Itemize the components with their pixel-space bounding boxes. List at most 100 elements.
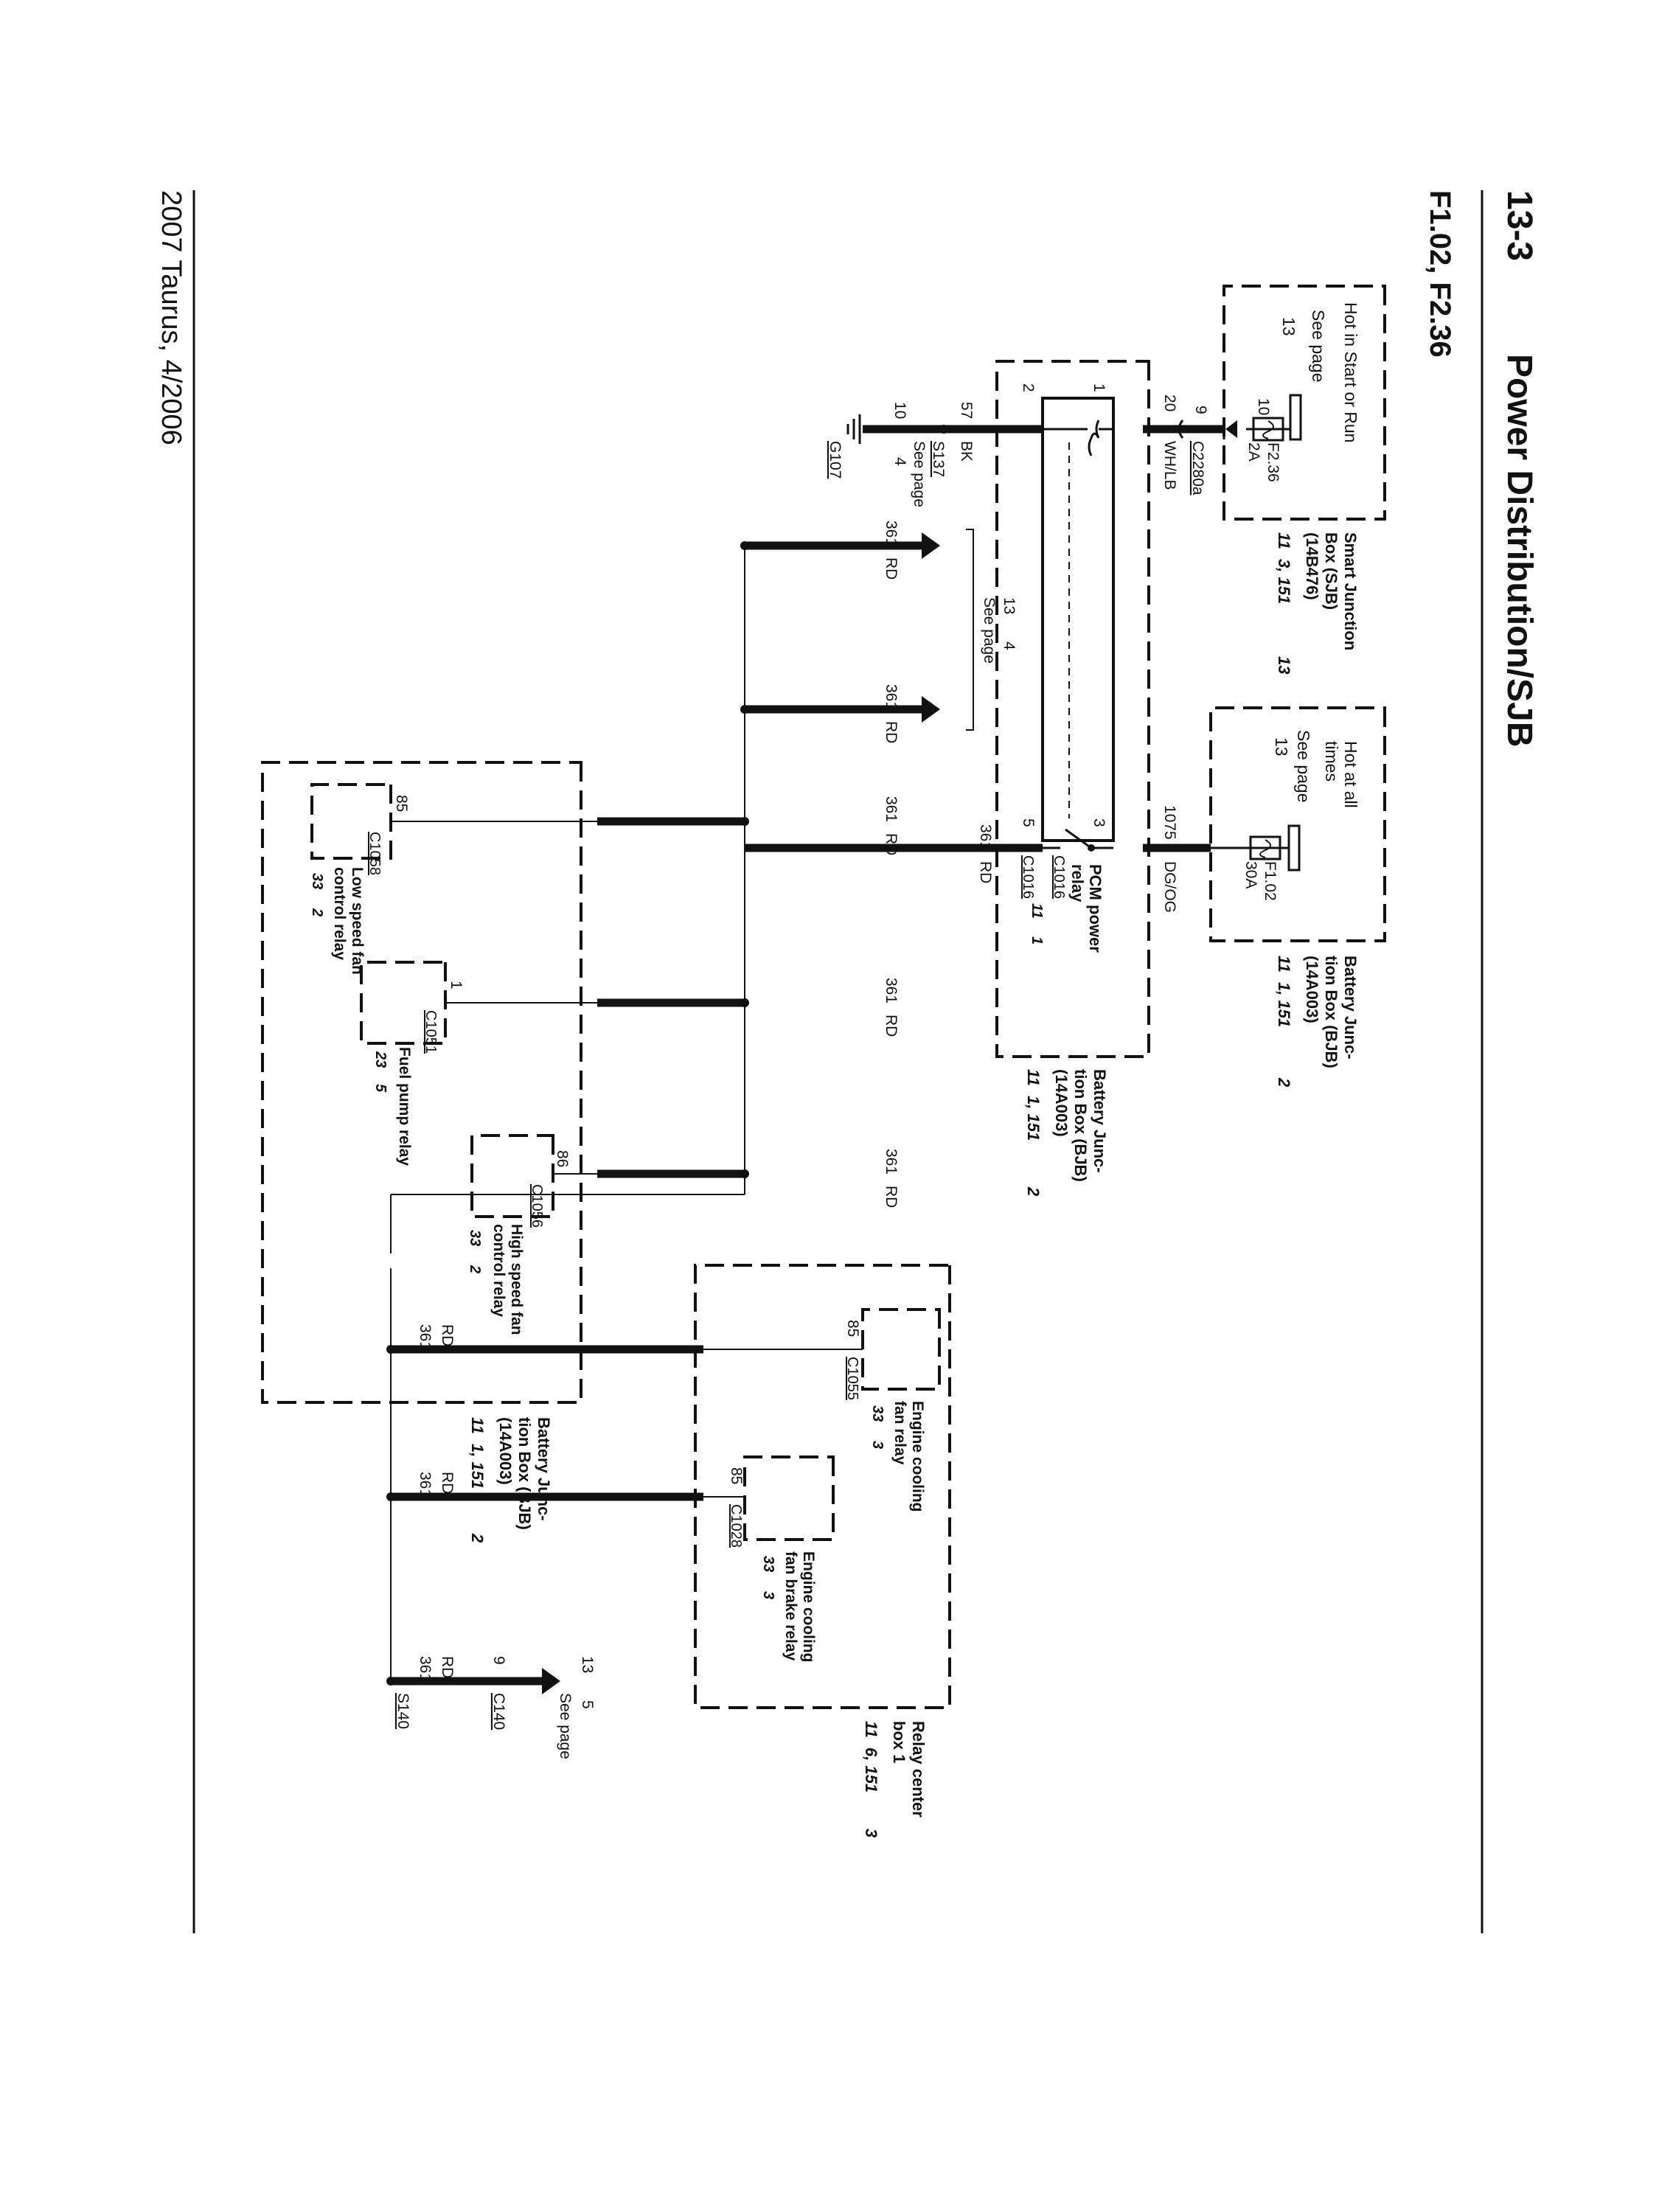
bjb-top-see-page-num: 13 (1272, 737, 1291, 757)
ecf-relay-name-line2: fan relay (891, 1401, 908, 1465)
bjb-bottom-name-line2: tion Box (BJB) (515, 1417, 534, 1530)
s140-see-page-label: See page (557, 1693, 574, 1759)
pcm-relay-outline (1041, 397, 1115, 842)
fuel-pump-relay-ref-b: 5 (372, 1084, 389, 1093)
bjb-bottom-ref-c: 2 (468, 1533, 487, 1543)
bjb-top-name-line1: Battery Junc- (1341, 956, 1360, 1060)
high-speed-relay-ref-b: 2 (467, 1265, 483, 1273)
wire-1075-circuit-label: 1075 (1161, 805, 1178, 840)
junction-dot-ecf (386, 1345, 395, 1354)
fuel-pump-relay: 1 C1051 Fuel pump relay 23 5 (360, 961, 465, 1166)
ecf-brake-relay-pin: 85 (728, 1467, 745, 1484)
ground-g107-label: G107 (827, 441, 844, 479)
fuel-pump-relay-box (360, 961, 447, 1045)
fuse-f2-36-rating: 2A (1245, 442, 1262, 462)
bjb-mid-ref-b: 1, 151 (1024, 1096, 1043, 1141)
bjb-mid-name-line2: tion Box (BJB) (1071, 1069, 1090, 1182)
junction-dot-b (740, 705, 749, 714)
fuse-f1-02-name: F1.02 (1262, 861, 1279, 901)
wire-361-label-a: 361 (977, 824, 994, 850)
bjb-top-see-page-label: See page (1294, 730, 1313, 802)
bjb-bottom-ref-a: 11 (468, 1417, 487, 1434)
bjb-mid-name-line3: (14A003) (1052, 1069, 1071, 1137)
fuel-pump-relay-ref-a: 23 (372, 1051, 389, 1068)
engine-cooling-fan-brake-relay: 85 C1028 Engine cooling fan brake relay … (728, 1455, 835, 1663)
pcm-relay-ref-b: 1 (1029, 936, 1045, 945)
high-speed-relay-box (470, 1134, 554, 1218)
ecf-relay-name-line1: Engine cooling (909, 1401, 926, 1512)
pcm-coil-icon (1088, 420, 1100, 456)
sjb-see-page-num: 13 (1279, 317, 1298, 336)
s140-see-page-num-b: 5 (579, 1700, 596, 1709)
relay-center-name-line2: box 1 (890, 1721, 908, 1763)
ecf-relay-ref-a: 33 (869, 1405, 886, 1422)
ecf-relay-pin: 85 (844, 1320, 861, 1337)
junction-dot-high-speed (740, 1169, 749, 1178)
wire-361-color-ecf-brake: RD (439, 1472, 456, 1494)
fuel-pump-relay-pin: 1 (448, 981, 465, 990)
s137-ground-see-num: 10 (891, 402, 908, 419)
bjb-top-hot-line2: times (1322, 741, 1341, 782)
relay-center-name-line1: Relay center (909, 1721, 928, 1818)
pcm-relay-name-line2: relay (1068, 864, 1087, 902)
arrow-to-page-a-icon (922, 532, 940, 559)
splice-s140-dot (386, 1677, 395, 1686)
low-speed-relay-ref-a: 33 (309, 873, 325, 889)
connector-c140-label: C140 (490, 1693, 507, 1730)
sjb-name-line1: Smart Junction (1341, 532, 1360, 650)
connector-c2280a-icon (1178, 420, 1184, 439)
footer-model-date: 2007 Taurus, 4/2006 (156, 190, 187, 445)
wire-361-color-ecf: RD (439, 1324, 456, 1346)
s140-see-page-num-a: 13 (579, 1656, 596, 1673)
wire-361-color-high: RD (883, 1186, 900, 1208)
ecf-brake-relay-box (743, 1455, 835, 1541)
relay-center-box-1: Relay center box 1 11 6, 151 3 (694, 1264, 951, 1837)
splice-s137-label: S137 (930, 441, 947, 477)
wire-9-circuit-label: 9 (1192, 406, 1209, 414)
sjb-bus-bar (1289, 394, 1302, 441)
wire-361-label-low-a: 361 (883, 796, 900, 822)
junction-dot-low-speed (740, 817, 749, 826)
page-title: Power Distribution/SJB (1500, 354, 1539, 747)
pcm-relay-pin3: 3 (1091, 818, 1107, 827)
high-speed-fan-control-relay: 86 C1056 High speed fan control relay 33… (467, 1134, 571, 1335)
splice-s140-label: S140 (394, 1693, 411, 1729)
fuse-f1-02-rating: 30A (1242, 861, 1259, 888)
low-speed-relay-name-line1: Low speed fan (349, 867, 366, 975)
s137-see-page-num: 4 (891, 457, 908, 466)
ground-g107-icon (846, 414, 861, 444)
pcm-relay-name-line1: PCM power (1086, 864, 1105, 953)
junction-dot-a (740, 541, 749, 550)
sjb-ref-c: 13 (1275, 656, 1293, 674)
fuse-f2-36-element-icon (1262, 420, 1274, 439)
wire-361-color-low-a: RD (883, 833, 900, 855)
see-page-group-num-a: 13 (1001, 597, 1018, 614)
pcm-conn-bottom: C1016 (1020, 855, 1036, 899)
high-speed-relay-name-line1: High speed fan (508, 1224, 525, 1335)
bjb-top-dashed-box (1209, 706, 1386, 942)
sjb-dashed-box (1222, 285, 1386, 521)
pcm-conn-top: C1016 (1051, 855, 1067, 899)
diode-icon (1225, 420, 1237, 438)
ecf-brake-relay-name-line1: Engine cooling (800, 1551, 817, 1663)
ecf-brake-relay-conn: C1028 (728, 1504, 744, 1548)
wire-57-color-label: BK (958, 441, 975, 462)
bjb-bottom-name-line1: Battery Junc- (535, 1417, 553, 1521)
low-speed-fan-control-relay: 85 C1058 Low speed fan control relay 33 … (309, 783, 410, 975)
sjb-hot-label: Hot in Start or Run (1341, 302, 1360, 442)
sjb-pin-top: 10 (1255, 398, 1272, 415)
bjb-mid-dashed-box (995, 360, 1150, 1058)
bjb-top-name-line2: tion Box (BJB) (1322, 956, 1340, 1068)
engine-cooling-fan-relay: 85 C1055 Engine cooling fan relay 33 3 (844, 1308, 941, 1512)
battery-junction-box-bottom: Battery Junc- tion Box (BJB) (14A003) 11… (261, 761, 582, 1543)
ecf-brake-relay-ref-a: 33 (760, 1556, 776, 1572)
relay-center-ref-c: 3 (862, 1829, 880, 1837)
sjb-name-line3: (14B476) (1303, 532, 1321, 600)
bjb-bottom-ref-b: 1, 151 (468, 1444, 487, 1489)
low-speed-relay-ref-b: 2 (309, 908, 325, 917)
bjb-top-name-line3: (14A003) (1303, 956, 1321, 1023)
wire-361-color-page-a: RD (883, 557, 900, 580)
arrow-c140-icon (542, 1668, 560, 1694)
